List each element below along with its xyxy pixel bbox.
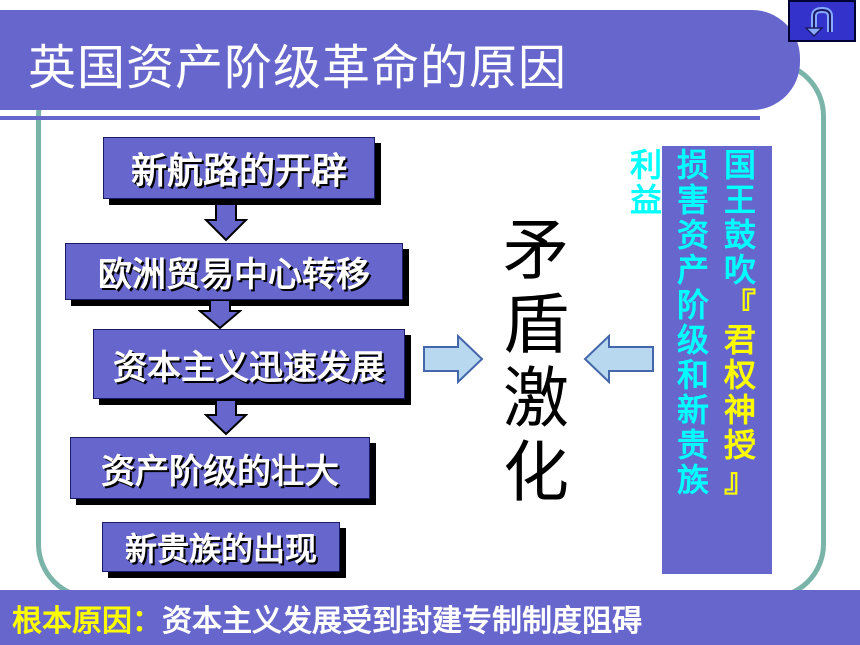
return-arrow-icon (804, 6, 833, 38)
flow-box-capitalism-development: 资本主义迅速发展 (93, 329, 405, 399)
vchar: 鼓 (723, 216, 756, 254)
down-arrow-icon (198, 300, 242, 330)
root-cause-bar (0, 590, 860, 645)
center-char: 盾 (503, 286, 569, 363)
vchar: 权 (723, 356, 756, 394)
center-char: 化 (503, 434, 569, 511)
root-cause-statement: 根本原因：资本主义发展受到封建专制制度阻碍 (12, 596, 642, 640)
right-arrow-icon (423, 334, 484, 384)
right-col-2: 损 害 资 产 阶 级 和 新 贵 族 (675, 148, 711, 498)
center-char: 矛 (503, 212, 569, 289)
flow-box-new-nobility: 新贵族的出现 (102, 522, 340, 572)
flow-label: 新航路的开辟 (130, 151, 347, 192)
vchar: 产 (676, 251, 709, 289)
king-divine-right-panel (662, 146, 772, 574)
vchar: 神 (723, 391, 756, 429)
flow-box-trade-center-shift: 欧洲贸易中心转移 (65, 243, 403, 300)
vchar: 君 (723, 321, 756, 359)
right-col-1: 国 王 鼓 吹 『 君 权 神 授 』 (722, 148, 758, 498)
flow-label: 新贵族的出现 (124, 530, 317, 568)
vchar: 和 (676, 356, 709, 394)
vchar: 『 (723, 286, 756, 324)
vchar: 级 (676, 321, 709, 359)
vchar: 利 (629, 146, 662, 184)
page-title: 英国资产阶级革命的原因 (28, 40, 568, 96)
root-cause-text: 资本主义发展受到封建专制制度阻碍 (162, 604, 642, 639)
vchar: 吹 (723, 251, 756, 289)
vchar: 国 (723, 146, 756, 184)
title-banner (0, 10, 800, 110)
down-arrow-icon (204, 204, 248, 242)
vchar: 损 (676, 146, 709, 184)
flow-label: 欧洲贸易中心转移 (98, 255, 370, 295)
contradiction-intensified: 矛 盾 激 化 (496, 214, 576, 510)
vchar: 新 (676, 391, 709, 429)
vchar: 族 (676, 461, 709, 499)
flow-box-new-sea-route: 新航路的开辟 (103, 137, 375, 199)
vchar: 王 (723, 181, 756, 219)
vchar: 阶 (676, 286, 709, 324)
right-col-3: 利 益 (628, 148, 664, 218)
center-char: 激 (503, 360, 569, 437)
flow-label: 资产阶级的壮大 (101, 451, 339, 492)
vchar: 授 (723, 426, 756, 464)
flow-box-bourgeoisie-growth: 资产阶级的壮大 (70, 437, 370, 499)
vchar: 益 (629, 181, 662, 219)
root-cause-label: 根本原因： (12, 604, 162, 639)
return-button[interactable] (788, 0, 856, 42)
flow-label: 资本主义迅速发展 (113, 347, 385, 388)
title-underline (0, 116, 760, 120)
vchar: 』 (723, 461, 756, 499)
down-arrow-icon (204, 400, 248, 436)
vchar: 贵 (676, 426, 709, 464)
vchar: 害 (676, 181, 709, 219)
left-arrow-icon (583, 334, 654, 384)
vchar: 资 (676, 216, 709, 254)
